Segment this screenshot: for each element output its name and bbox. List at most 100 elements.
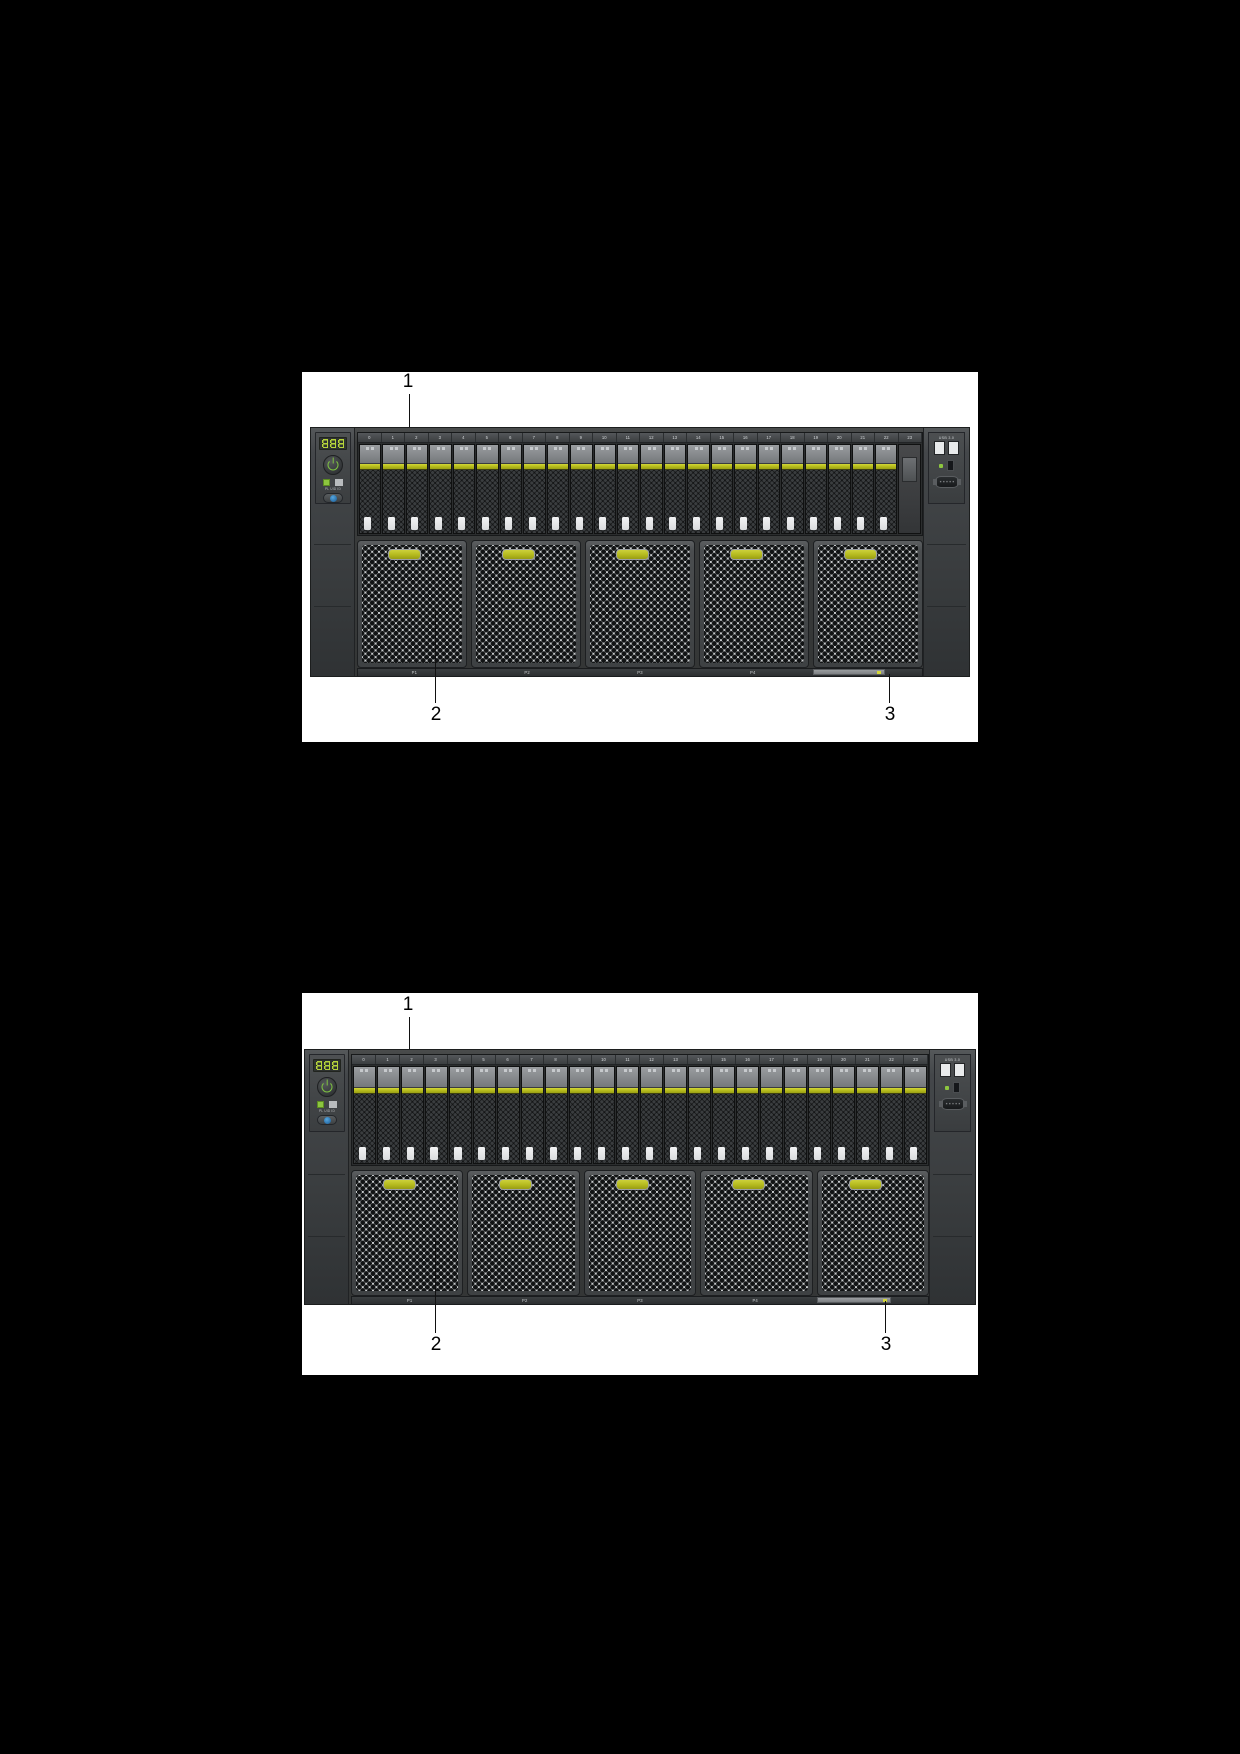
drive-bay-latch[interactable] bbox=[481, 517, 489, 530]
drive-bay-latch[interactable] bbox=[717, 1147, 726, 1160]
drive-bay[interactable] bbox=[760, 1066, 784, 1164]
drive-bay[interactable] bbox=[593, 444, 616, 534]
drive-bay[interactable] bbox=[874, 444, 898, 534]
module-handle[interactable] bbox=[848, 1179, 882, 1190]
drive-bay[interactable] bbox=[570, 444, 593, 534]
drive-bay[interactable] bbox=[424, 1066, 448, 1164]
drive-bay[interactable] bbox=[734, 444, 757, 534]
drive-bay[interactable] bbox=[710, 444, 734, 534]
uid-button[interactable] bbox=[317, 1115, 337, 1125]
management-connector-icon[interactable] bbox=[953, 1082, 960, 1093]
drive-bay-latch[interactable] bbox=[526, 1147, 534, 1160]
drive-bay[interactable] bbox=[784, 1066, 808, 1164]
drive-bay[interactable] bbox=[499, 444, 523, 534]
drive-bay[interactable] bbox=[448, 1066, 472, 1164]
drive-bay-latch[interactable] bbox=[552, 517, 560, 530]
drive-bay-latch[interactable] bbox=[880, 517, 888, 530]
drive-bay[interactable] bbox=[382, 444, 405, 534]
drive-bay[interactable] bbox=[851, 444, 874, 534]
drive-bay-latch[interactable] bbox=[598, 1147, 606, 1160]
drive-bay-latch[interactable] bbox=[478, 1147, 486, 1160]
drive-bay[interactable] bbox=[496, 1066, 520, 1164]
drive-bay[interactable] bbox=[828, 444, 851, 534]
drive-bay-latch[interactable] bbox=[716, 517, 724, 530]
drive-bay[interactable] bbox=[757, 444, 781, 534]
drive-bay-latch[interactable] bbox=[670, 1147, 678, 1160]
drive-bay[interactable] bbox=[712, 1066, 736, 1164]
drive-bay-latch[interactable] bbox=[692, 517, 700, 530]
drive-bay-latch[interactable] bbox=[574, 1147, 582, 1160]
drive-bay[interactable] bbox=[359, 444, 382, 534]
module-handle[interactable] bbox=[615, 1179, 649, 1190]
module-handle[interactable] bbox=[732, 1179, 766, 1190]
drive-bay-latch[interactable] bbox=[502, 1147, 510, 1160]
drive-bay[interactable] bbox=[472, 1066, 496, 1164]
drive-bay-latch[interactable] bbox=[739, 517, 747, 530]
drive-bay-latch[interactable] bbox=[885, 1147, 893, 1160]
usb-port-icon[interactable] bbox=[940, 1063, 951, 1077]
drive-bay[interactable] bbox=[568, 1066, 592, 1164]
drive-bay[interactable] bbox=[688, 1066, 712, 1164]
service-label-tab[interactable] bbox=[817, 1297, 891, 1303]
drive-bay-latch[interactable] bbox=[741, 1147, 749, 1160]
drive-bay[interactable] bbox=[736, 1066, 760, 1164]
drive-bay-latch[interactable] bbox=[833, 517, 841, 530]
fan-power-module[interactable] bbox=[471, 540, 581, 668]
drive-bay-latch[interactable] bbox=[693, 1147, 702, 1160]
service-label-tab[interactable] bbox=[813, 669, 885, 675]
drive-bay-latch[interactable] bbox=[813, 1147, 821, 1160]
module-handle[interactable] bbox=[388, 549, 421, 560]
drive-bay-latch[interactable] bbox=[622, 1147, 630, 1160]
drive-bay-latch[interactable] bbox=[765, 1147, 773, 1160]
uid-button[interactable] bbox=[323, 493, 343, 503]
fan-power-module[interactable] bbox=[816, 1170, 930, 1296]
drive-bay[interactable] bbox=[616, 1066, 640, 1164]
drive-bay-latch[interactable] bbox=[575, 517, 583, 530]
drive-bay-latch[interactable] bbox=[358, 1147, 366, 1160]
drive-bay-latch[interactable] bbox=[622, 517, 630, 530]
drive-bay[interactable] bbox=[476, 444, 499, 534]
drive-bay[interactable] bbox=[616, 444, 640, 534]
module-handle[interactable] bbox=[502, 549, 535, 560]
drive-bay[interactable] bbox=[856, 1066, 879, 1164]
drive-bay[interactable] bbox=[687, 444, 710, 534]
drive-bay-latch[interactable] bbox=[458, 517, 466, 530]
drive-bay-latch[interactable] bbox=[528, 517, 536, 530]
vga-port-icon[interactable] bbox=[932, 476, 961, 488]
drive-bay[interactable] bbox=[804, 444, 828, 534]
drive-bay-latch[interactable] bbox=[645, 517, 653, 530]
power-button[interactable] bbox=[317, 1077, 337, 1097]
drive-bay[interactable] bbox=[808, 1066, 832, 1164]
usb-port-icon[interactable] bbox=[954, 1063, 965, 1077]
fan-power-module[interactable] bbox=[813, 540, 923, 668]
module-handle[interactable] bbox=[844, 549, 877, 560]
drive-bay-latch[interactable] bbox=[669, 517, 677, 530]
drive-bay-latch[interactable] bbox=[434, 517, 442, 530]
usb-port-icon[interactable] bbox=[934, 441, 945, 455]
drive-bay[interactable] bbox=[903, 1066, 927, 1164]
drive-bay[interactable] bbox=[832, 1066, 856, 1164]
drive-bay[interactable] bbox=[664, 1066, 688, 1164]
drive-bay[interactable] bbox=[879, 1066, 903, 1164]
drive-bay-latch[interactable] bbox=[364, 517, 372, 530]
drive-bay-latch[interactable] bbox=[550, 1147, 558, 1160]
drive-bay[interactable] bbox=[353, 1066, 376, 1164]
module-handle[interactable] bbox=[616, 549, 649, 560]
drive-bay-latch[interactable] bbox=[454, 1147, 462, 1160]
drive-bay-latch[interactable] bbox=[861, 1147, 869, 1160]
fan-power-module[interactable] bbox=[357, 540, 467, 668]
fan-power-module[interactable] bbox=[700, 1170, 813, 1296]
drive-bay[interactable] bbox=[640, 444, 663, 534]
drive-bay[interactable] bbox=[400, 1066, 424, 1164]
module-handle[interactable] bbox=[382, 1179, 417, 1190]
drive-bay-latch[interactable] bbox=[599, 517, 606, 530]
drive-bay[interactable] bbox=[405, 444, 429, 534]
drive-bay[interactable] bbox=[544, 1066, 568, 1164]
drive-bay[interactable] bbox=[640, 1066, 664, 1164]
drive-bay-latch[interactable] bbox=[857, 517, 864, 530]
drive-bay-latch[interactable] bbox=[387, 517, 395, 530]
vga-port-icon[interactable] bbox=[938, 1098, 967, 1110]
drive-bay-latch[interactable] bbox=[411, 517, 419, 530]
power-button[interactable] bbox=[323, 455, 343, 475]
fan-power-module[interactable] bbox=[467, 1170, 580, 1296]
